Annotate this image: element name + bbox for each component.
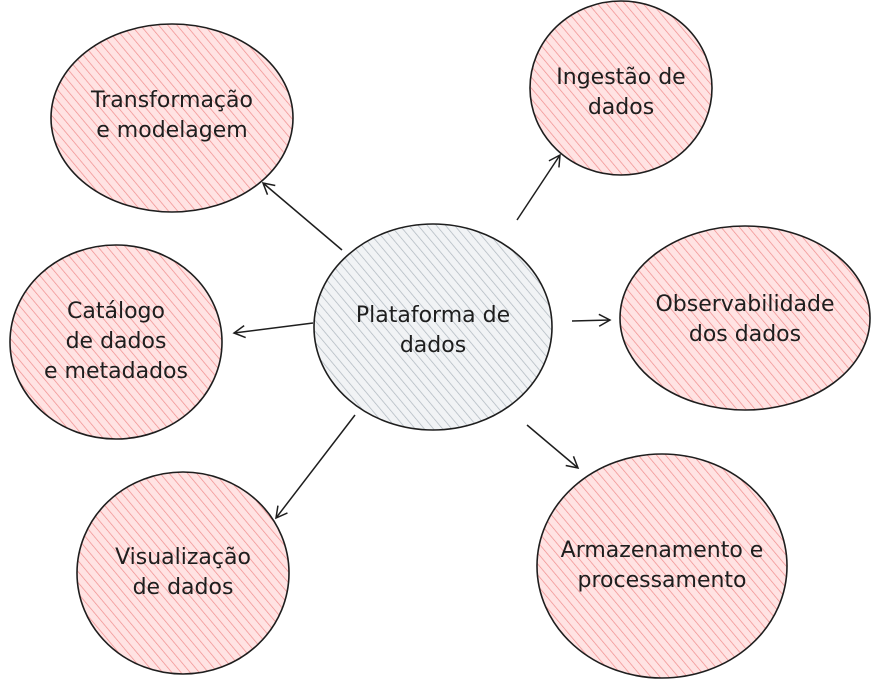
- center-node-shape[interactable]: [313, 223, 553, 431]
- center-node-label: Plataforma de dados: [356, 301, 510, 361]
- node-catalogo-label: Catálogo de dados e metadados: [44, 297, 188, 387]
- label-line: dos dados: [688, 322, 802, 347]
- label-line: Visualização: [115, 545, 251, 570]
- label-line: e metadados: [44, 359, 188, 384]
- node-transformacao-label: Transformação e modelagem: [91, 86, 253, 146]
- node-catalogo-shape[interactable]: [9, 244, 223, 440]
- arrow-to-ingestao[interactable]: [516, 153, 561, 221]
- node-ingestao-label: Ingestão de dados: [556, 63, 685, 123]
- node-ingestao-shape[interactable]: [529, 0, 713, 176]
- node-observabilidade-shape[interactable]: [619, 225, 871, 411]
- node-observabilidade-label: Observabilidade dos dados: [655, 290, 834, 350]
- arrow-to-catalogo[interactable]: [232, 322, 314, 339]
- label-line: dados: [399, 333, 467, 358]
- arrow-to-transformacao[interactable]: [261, 181, 343, 251]
- label-line: Plataforma de: [355, 303, 511, 328]
- arrow-to-visualizacao[interactable]: [275, 414, 356, 520]
- label-line: e modelagem: [96, 118, 248, 143]
- node-armazenamento-label: Armazenamento e processamento: [561, 536, 764, 596]
- arrow-to-armazenamento[interactable]: [526, 424, 580, 470]
- label-line: de dados: [65, 329, 167, 354]
- label-line: de dados: [132, 575, 234, 600]
- label-line: Transformação: [91, 88, 253, 113]
- node-visualizacao-label: Visualização de dados: [115, 543, 251, 603]
- label-line: Observabilidade: [655, 292, 835, 317]
- node-armazenamento-shape[interactable]: [536, 453, 788, 679]
- node-transformacao-shape[interactable]: [50, 23, 294, 213]
- label-line: processamento: [577, 568, 747, 593]
- label-line: dados: [587, 95, 655, 120]
- node-visualizacao-shape[interactable]: [76, 471, 290, 675]
- label-line: Armazenamento e: [560, 538, 764, 563]
- arrow-to-observabilidade[interactable]: [571, 313, 612, 327]
- label-line: Catálogo: [67, 299, 165, 324]
- label-line: Ingestão de: [556, 65, 686, 90]
